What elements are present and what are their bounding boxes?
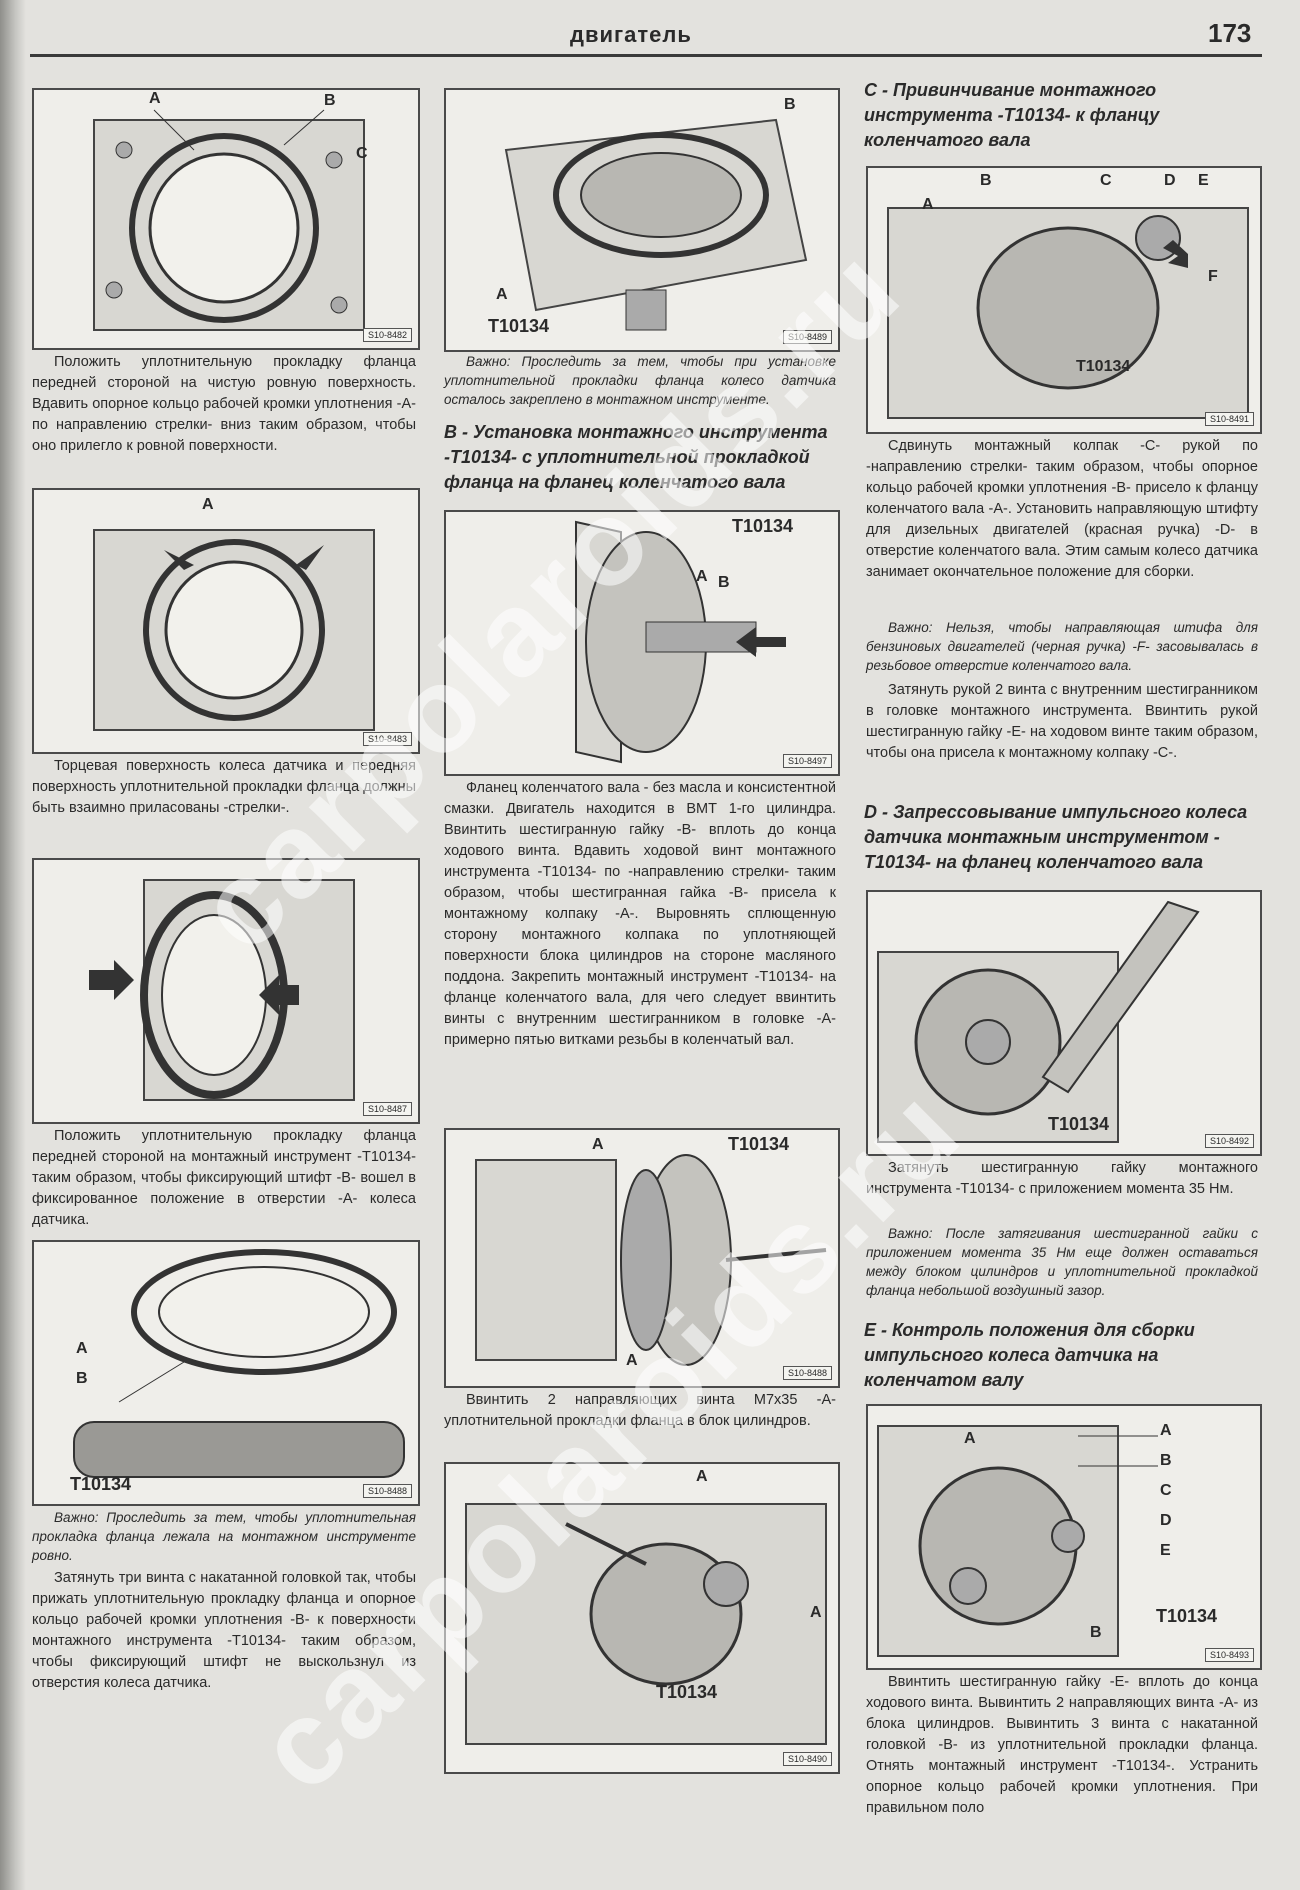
figure-code: S10-8488 <box>782 1366 832 1380</box>
figure-code: S10-8491 <box>1204 412 1254 426</box>
figure-label: T10134 <box>70 1474 132 1494</box>
figure-label: B <box>980 172 992 189</box>
figure-label: B <box>324 92 336 109</box>
paragraph: Торцевая поверхность колеса датчика и пе… <box>32 758 416 816</box>
figure-label: F <box>1208 268 1218 285</box>
tool-diagram-4 <box>465 1503 827 1745</box>
paragraph: Положить уплотнительную прокладку фланца… <box>32 354 416 454</box>
tool-diagram-1 <box>504 118 808 331</box>
note: Важно: Проследить за тем, чтобы уплотнит… <box>32 1510 416 1563</box>
figure-label: A <box>964 1430 976 1447</box>
paragraph: Затянуть три винта с накатанной головкой… <box>32 1570 416 1691</box>
figure-label: T10134 <box>1048 1114 1110 1134</box>
figure-label: C <box>1160 1482 1172 1499</box>
note: Важно: После затягивания шестигранной га… <box>866 1226 1258 1298</box>
paragraph: Положить уплотнительную прокладку фланца… <box>32 1128 416 1228</box>
figure-tool-mounted: A A T10134 S10-8490 <box>444 1462 840 1774</box>
figure-label: A <box>149 90 161 107</box>
figure-code: S10-8482 <box>362 328 412 342</box>
figure-position-check: A A B C D E B T10134 S10-8493 <box>866 1404 1262 1670</box>
tool-diagram-2 <box>575 520 786 764</box>
figure-label: C <box>1100 172 1112 189</box>
figure-label: B <box>1160 1452 1172 1469</box>
section-heading-b: B - Установка монтажного инструмента -T1… <box>444 422 828 492</box>
figure-seal-side: S10-8487 <box>32 858 420 1124</box>
figure-label: T10134 <box>1076 358 1131 375</box>
figure-label: A <box>696 568 708 585</box>
figure-label: A <box>626 1352 638 1369</box>
page-number: 173 <box>1208 18 1252 48</box>
figure-label: A <box>696 1468 708 1485</box>
figure-label: C <box>356 145 368 162</box>
figure-guide-bolts: A T10134 A S10-8488 <box>444 1128 840 1388</box>
page-header-title: двигатель <box>570 22 692 47</box>
seal-diagram-3 <box>89 879 355 1101</box>
figure-label: D <box>1160 1512 1172 1529</box>
figure-label: A <box>1160 1422 1172 1439</box>
figure-label: A <box>496 286 508 303</box>
figure-tool-side: T10134 A B S10-8497 <box>444 510 840 776</box>
section-heading-c: C - Привинчивание монтажного инструмента… <box>864 80 1160 150</box>
paragraph: Ввинтить шестигранную гайку -Е- вплоть д… <box>866 1674 1258 1816</box>
figure-label: T10134 <box>732 516 794 536</box>
paragraph: Фланец коленчатого вала - без масла и ко… <box>444 780 836 1048</box>
figure-label: T10134 <box>488 316 550 336</box>
figure-code: S10-8492 <box>1204 1134 1254 1148</box>
figure-label: E <box>1198 172 1209 189</box>
paragraph: Сдвинуть монтажный колпак -С- рукой по -… <box>866 438 1258 580</box>
note: Важно: Нельзя, чтобы направляющая штифа … <box>866 620 1258 673</box>
figure-label: D <box>1164 172 1176 189</box>
section-heading-e: E - Контроль положения для сборки импуль… <box>864 1320 1195 1390</box>
figure-label: A <box>922 196 934 213</box>
figure-flange-seal-front: A B C S10-8482 <box>32 88 420 350</box>
seal-diagram-4 <box>73 1249 405 1478</box>
figure-label: B <box>1090 1624 1102 1641</box>
header-rule <box>30 54 1262 57</box>
note: Важно: Проследить за тем, чтобы при уста… <box>444 354 836 407</box>
paragraph: Ввинтить 2 направляющих винта M7x35 -А- … <box>444 1392 836 1429</box>
figure-label: A <box>810 1604 822 1621</box>
figure-label: T10134 <box>1156 1606 1218 1626</box>
figure-code: S10-8487 <box>362 1102 412 1116</box>
section-heading-d: D - Запрессовывание импульсного колеса д… <box>864 802 1248 872</box>
tool-diagram-6 <box>877 900 1200 1143</box>
seal-diagram-2 <box>93 529 375 731</box>
figure-label: E <box>1160 1542 1171 1559</box>
figure-label: A <box>592 1136 604 1153</box>
seal-diagram-1 <box>93 109 365 331</box>
figure-label: T10134 <box>728 1134 790 1154</box>
figure-label: B <box>718 574 730 591</box>
figure-tool-bolting: A B C D E F T10134 S10-8491 <box>866 166 1262 434</box>
book-spine-shadow <box>0 0 26 1890</box>
figure-pressing: T10134 S10-8492 <box>866 890 1262 1156</box>
figure-label: A <box>76 1340 88 1357</box>
figure-label: T10134 <box>656 1682 718 1702</box>
figure-label: B <box>784 96 796 113</box>
tool-diagram-3 <box>475 1154 827 1366</box>
tool-diagram-5 <box>887 207 1249 419</box>
figure-sensor-wheel: A S10-8483 <box>32 488 420 754</box>
figure-label: B <box>76 1370 88 1387</box>
paragraph: Затянуть рукой 2 винта с внутренним шест… <box>866 682 1258 761</box>
figure-code: S10-8493 <box>1204 1648 1254 1662</box>
figure-code: S10-8483 <box>362 732 412 746</box>
tool-diagram-7 <box>877 1425 1158 1657</box>
figure-seal-on-tool: A B T10134 S10-8488 <box>32 1240 420 1506</box>
figure-code: S10-8489 <box>782 330 832 344</box>
figure-code: S10-8490 <box>782 1752 832 1766</box>
figure-code: S10-8497 <box>782 754 832 768</box>
figure-tool-assembly: B A T10134 S10-8489 <box>444 88 840 352</box>
figure-label: A <box>202 496 214 513</box>
figure-code: S10-8488 <box>362 1484 412 1498</box>
paragraph: Затянуть шестигранную гайку монтажного и… <box>866 1160 1258 1197</box>
